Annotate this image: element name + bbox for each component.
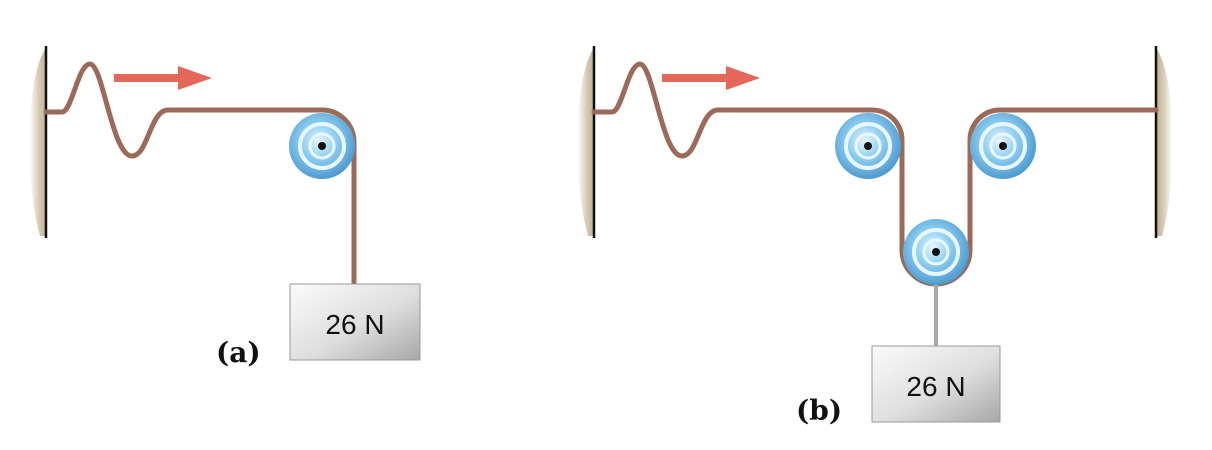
weight-label-a: 26 N (325, 309, 384, 340)
wave-arrow-b (662, 66, 760, 90)
pulley-icon (970, 113, 1036, 179)
weight-block-b: 26 N (871, 345, 1001, 423)
panel-a: 26 N (29, 46, 421, 361)
wave-arrow-a (114, 66, 212, 90)
rope-b (591, 61, 1159, 287)
panel-label-b: (b) (796, 394, 843, 427)
rope-a (43, 61, 357, 287)
weight-label-b: 26 N (906, 371, 965, 402)
right-wall-icon (1156, 48, 1173, 236)
panel-b: 26 N (577, 46, 1173, 423)
pulley-icon (835, 113, 901, 179)
panel-label-a: (a) (216, 336, 261, 369)
weight-block-a: 26 N (289, 283, 421, 361)
left-wall-icon (29, 48, 46, 236)
pulley-icon (903, 219, 969, 285)
pulley-icon (289, 113, 355, 179)
left-wall-icon (577, 48, 594, 236)
